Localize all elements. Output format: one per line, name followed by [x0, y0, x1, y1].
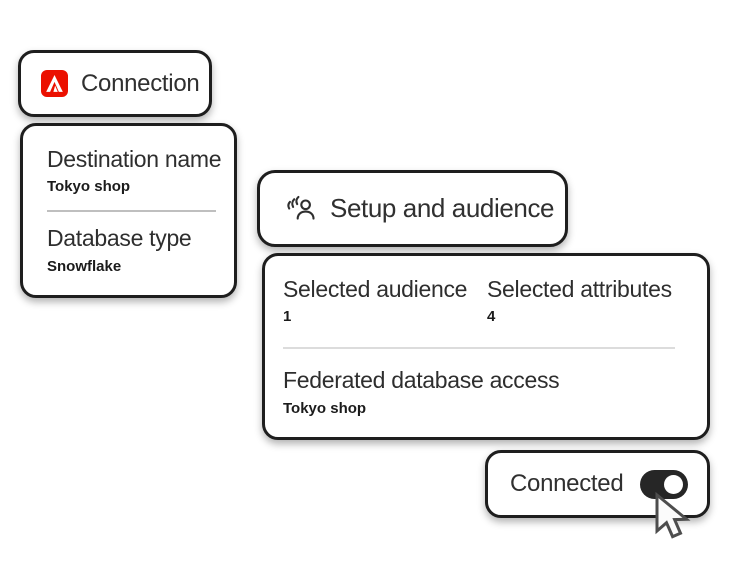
selected-audience-label: Selected audience [283, 276, 468, 302]
federated-access-value: Tokyo shop [283, 399, 367, 417]
setup-chip-label: Setup and audience [330, 193, 555, 223]
federated-access-field: Federated database access Tokyo shop [283, 367, 687, 416]
divider [283, 347, 675, 350]
connected-toggle[interactable] [640, 469, 688, 499]
connection-chip-label: Connection [81, 69, 200, 97]
destination-name-label: Destination name [47, 146, 222, 172]
database-type-field: Database type Snowflake [47, 225, 216, 274]
audience-icon [286, 194, 316, 224]
database-type-value: Snowflake [47, 257, 122, 275]
selected-attributes-stat: Selected attributes 4 [487, 276, 672, 325]
destination-name-value: Tokyo shop [47, 178, 131, 196]
connection-step-chip[interactable]: Connection [18, 50, 212, 117]
federated-access-label: Federated database access [283, 367, 560, 394]
stats-row: Selected audience 1 Selected attributes … [283, 276, 687, 325]
connected-card: Connected [485, 450, 710, 518]
destination-details-card: Destination name Tokyo shop Database typ… [20, 123, 237, 298]
selected-attributes-label: Selected attributes [487, 276, 672, 302]
divider [47, 210, 216, 213]
setup-audience-step-chip[interactable]: Setup and audience [257, 170, 568, 247]
connected-label: Connected [510, 470, 624, 497]
toggle-knob [664, 474, 683, 494]
setup-summary-card: Selected audience 1 Selected attributes … [262, 253, 710, 440]
selected-attributes-value: 4 [487, 308, 496, 326]
selected-audience-stat: Selected audience 1 [283, 276, 487, 325]
selected-audience-value: 1 [283, 308, 292, 326]
adobe-logo-icon [41, 70, 68, 97]
database-type-label: Database type [47, 225, 192, 252]
destination-name-field: Destination name Tokyo shop [47, 146, 222, 196]
